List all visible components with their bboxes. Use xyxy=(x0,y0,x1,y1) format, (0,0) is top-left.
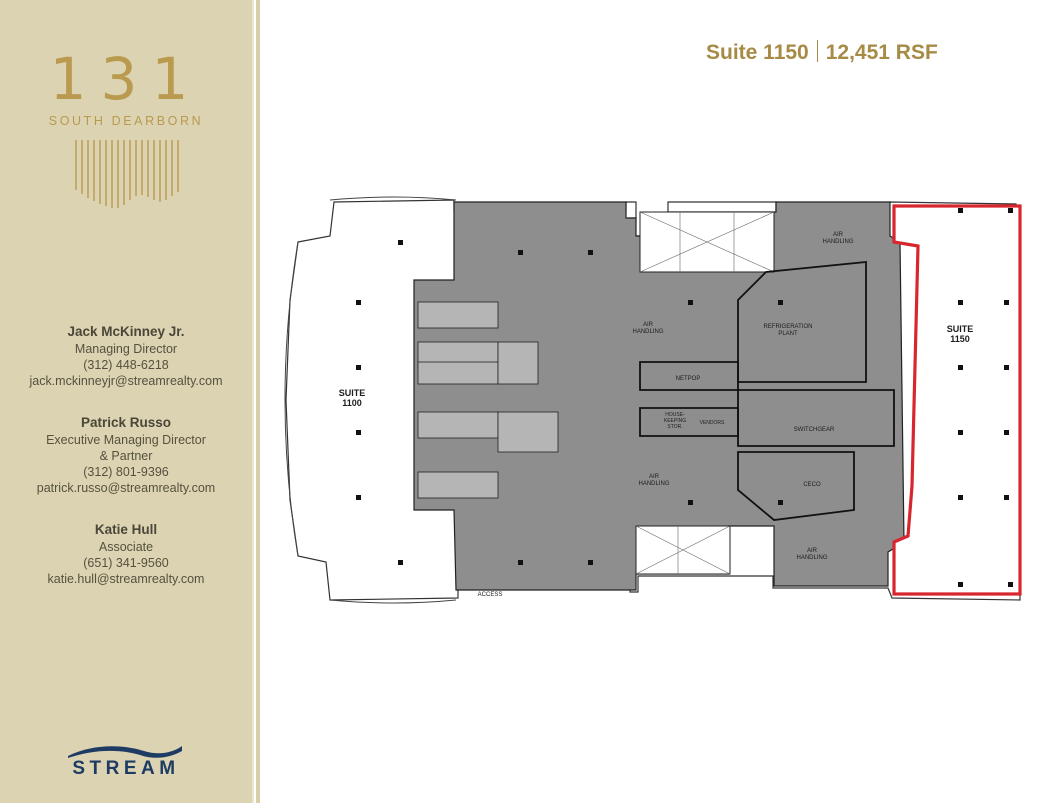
contact-katie-hull: Katie Hull Associate (651) 341-9560 kati… xyxy=(0,520,252,587)
vendors-label: VENDORS xyxy=(700,420,725,426)
sidebar-divider-band xyxy=(256,0,260,803)
contact-title: Managing Director xyxy=(74,342,178,356)
stream-logo-text: STREAM xyxy=(72,758,180,779)
east-curtain-wall xyxy=(284,241,299,557)
elevator-banks xyxy=(417,301,559,499)
contact-name: Jack McKinney Jr. xyxy=(67,324,185,339)
suite-heading: Suite 1150 12,451 RSF xyxy=(706,40,938,65)
sidebar-divider xyxy=(252,0,254,803)
contact-phone[interactable]: (651) 341-9560 xyxy=(83,556,169,570)
contact-title: Executive Managing Director xyxy=(46,433,206,447)
suite-area: 12,451 RSF xyxy=(825,41,938,64)
contact-phone[interactable]: (312) 801-9396 xyxy=(83,465,169,479)
north-curtain-wall xyxy=(329,196,457,201)
sidebar xyxy=(0,0,252,803)
contact-name: Patrick Russo xyxy=(80,415,172,430)
interior-walls xyxy=(639,261,895,521)
contact-phone[interactable]: (312) 448-6218 xyxy=(83,358,169,372)
contact-email[interactable]: jack.mckinneyjr@streamrealty.com xyxy=(29,374,223,388)
atrium-hatching xyxy=(635,211,775,575)
contact-title: Associate xyxy=(98,540,154,554)
south-curtain-wall xyxy=(329,599,457,604)
contact-jack-mckinney: Jack McKinney Jr. Managing Director (312… xyxy=(0,322,252,389)
contact-patrick-russo: Patrick Russo Executive Managing Directo… xyxy=(0,413,252,496)
access-label: ACCESS xyxy=(478,592,503,598)
heading-separator xyxy=(816,40,818,62)
switchgear-label: SWITCHGEAR xyxy=(794,427,835,433)
contact-name: Katie Hull xyxy=(94,522,158,537)
building-logo-number: 131 xyxy=(49,45,203,113)
contact-email[interactable]: patrick.russo@streamrealty.com xyxy=(36,481,216,495)
suite-number: Suite 1150 xyxy=(706,41,809,64)
netpop-label: NETPOP xyxy=(676,376,701,382)
ceco-label: CECO xyxy=(803,482,821,488)
building-logo-tassel-graphic xyxy=(75,140,179,208)
building-logo-name: SOUTH DEARBORN xyxy=(48,114,204,128)
contact-title-continued: & Partner xyxy=(99,449,153,463)
stream-wave-icon xyxy=(68,746,182,758)
contact-email[interactable]: katie.hull@streamrealty.com xyxy=(47,572,205,586)
suite-1150-outline[interactable] xyxy=(892,204,1022,596)
column-grid xyxy=(356,208,1013,587)
